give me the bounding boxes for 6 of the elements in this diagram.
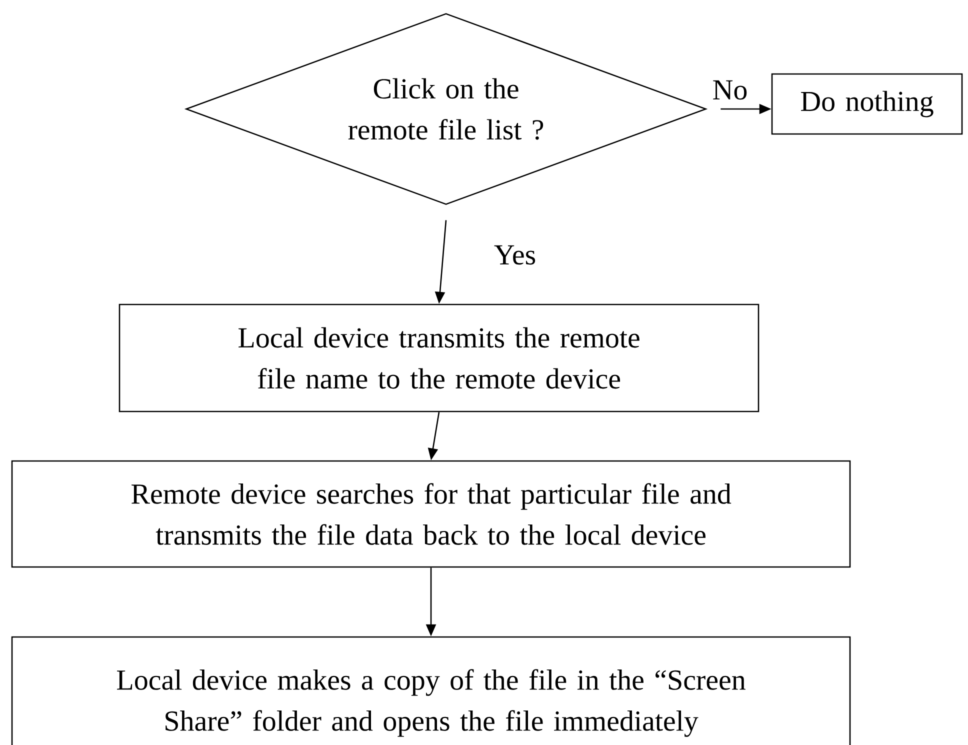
process-box: Local device makes a copy of the file in the “Screen Share” folder and opens the file immediately xyxy=(11,636,851,745)
process-box: Local device transmits the remote file name to the remote device xyxy=(118,304,760,412)
process-box: Do nothing xyxy=(771,73,963,135)
process-box: Remote device searches for that particular file and transmits the file data back to the local device xyxy=(11,460,851,568)
edge-label: Yes xyxy=(492,244,538,266)
edge-label: No xyxy=(711,79,749,101)
